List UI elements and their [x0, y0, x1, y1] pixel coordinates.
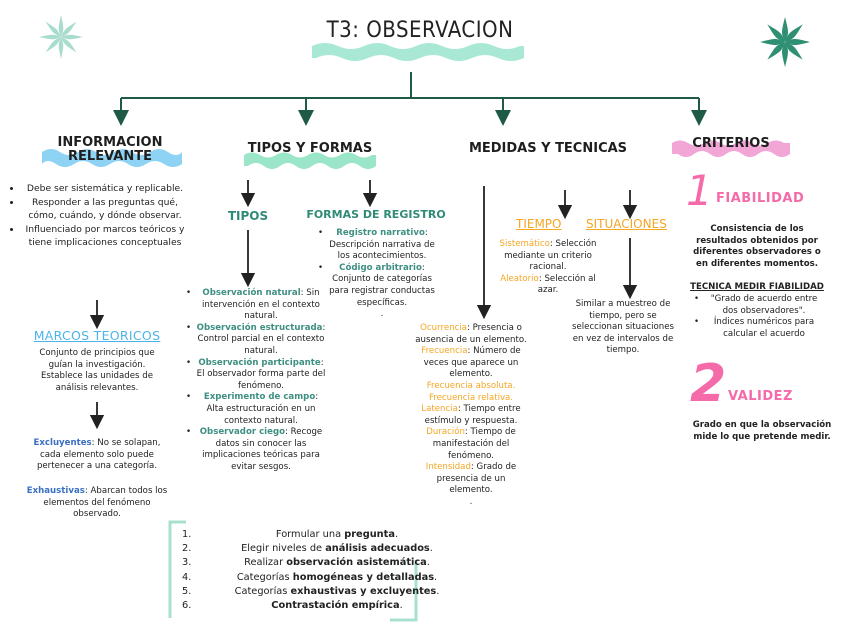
marcos-description: Conjunto de principios que guían la inve…: [32, 348, 162, 394]
tipos-list: Observación natural: Sin intervención en…: [196, 288, 326, 474]
informacion-bullet-3: Influenciado por marcos teóricos y tiene…: [22, 223, 188, 250]
tecnica-item: "Grado de acuerdo entre dos observadores…: [704, 294, 824, 317]
tipos-item: Experimento de campo: Alta estructuració…: [196, 392, 326, 427]
informacion-bullet-1: Debe ser sistemática y replicable.: [22, 182, 188, 196]
measure-item: Frecuencia: Número de veces que aparece …: [414, 346, 528, 381]
steps-list: 1.Formular una pregunta. 2.Elegir nivele…: [182, 528, 452, 613]
tipos-label: TIPOS: [218, 209, 278, 223]
tecnica-list: "Grado de acuerdo entre dos observadores…: [704, 294, 824, 340]
step-item: 1.Formular una pregunta.: [182, 528, 452, 542]
situaciones-text: Similar a muestreo de tiempo, pero se se…: [566, 299, 680, 357]
validez-description: Grado en que la observación mide lo que …: [684, 420, 840, 443]
formas-item: Registro narrativo: Descripción narrativ…: [328, 228, 436, 263]
title-wave: [312, 40, 524, 64]
step-item: 4.Categorías homogéneas y detalladas.: [182, 571, 452, 585]
tipos-item: Observación participante: El observador …: [196, 358, 326, 393]
tecnica-title: TECNICA MEDIR FIABILIDAD: [686, 282, 828, 294]
measures-list: Ocurrencia: Presencia o ausencia de un e…: [414, 323, 528, 509]
fiabilidad-description: Consistencia de los resultados obtenidos…: [688, 224, 826, 270]
informacion-bullet-2: Responder a las preguntas qué, cómo, cuá…: [22, 196, 188, 223]
tiempo-label: TIEMPO: [516, 217, 580, 231]
excluyentes-note: Excluyentes: No se solapan, cada element…: [26, 438, 168, 473]
tiempo-item: Aleatorio: Selección al azar.: [494, 274, 602, 297]
tiempo-list: Sistemático: Selección mediante un crite…: [494, 239, 602, 297]
excluyentes-label: Excluyentes: [33, 438, 91, 448]
tipos-item: Observador ciego: Recoge datos sin conoc…: [196, 427, 326, 473]
number-one: 1: [686, 168, 713, 214]
marcos-header: MARCOS TEORICOS: [26, 328, 168, 343]
measure-item: Duración: Tiempo de manifestación del fe…: [414, 427, 528, 462]
measure-item: Intensidad: Grado de presencia de un ele…: [414, 462, 528, 497]
number-two: 2: [690, 356, 726, 412]
informacion-header: INFORMACION RELEVANTE: [48, 136, 172, 164]
measures-tail: .: [414, 497, 528, 509]
formas-label: FORMAS DE REGISTRO: [306, 208, 446, 221]
measure-item: Latencia: Tiempo entre estímulo y respue…: [414, 404, 528, 427]
exhaustivas-label: Exhaustivas: [27, 486, 85, 496]
step-item: 6.Contrastación empírica.: [182, 599, 452, 613]
tipos-item: Observación estructurada: Control parcia…: [196, 323, 326, 358]
fiabilidad-label: FIABILIDAD: [716, 191, 804, 206]
measure-item: Ocurrencia: Presencia o ausencia de un e…: [414, 323, 528, 346]
tiempo-item: Sistemático: Selección mediante un crite…: [494, 239, 602, 274]
informacion-bullets: Debe ser sistemática y replicable. Respo…: [12, 182, 188, 250]
situaciones-label: SITUACIONES: [586, 217, 686, 231]
criterios-header: CRITERIOS: [672, 136, 790, 151]
formas-tail: .: [328, 309, 436, 321]
step-item: 3.Realizar observación asistemática.: [182, 556, 452, 570]
formas-item: Código arbitrario: Conjunto de categoría…: [328, 263, 436, 309]
validez-label: VALIDEZ: [728, 389, 793, 404]
exhaustivas-note: Exhaustivas: Abarcan todos los elementos…: [26, 486, 168, 521]
step-item: 2.Elegir niveles de análisis adecuados.: [182, 542, 452, 556]
medidas-header: MEDIDAS Y TECNICAS: [456, 141, 640, 156]
tipos-item: Observación natural: Sin intervención en…: [196, 288, 326, 323]
step-item: 5.Categorías exhaustivas y excluyentes.: [182, 585, 452, 599]
tipos-header: TIPOS Y FORMAS: [244, 141, 376, 156]
measure-item: Frecuencia absoluta.: [414, 381, 528, 393]
measure-item: Frecuencia relativa.: [414, 393, 528, 405]
tecnica-item: Índices numéricos para calcular el acuer…: [704, 317, 824, 340]
formas-list: Registro narrativo: Descripción narrativ…: [328, 228, 436, 321]
